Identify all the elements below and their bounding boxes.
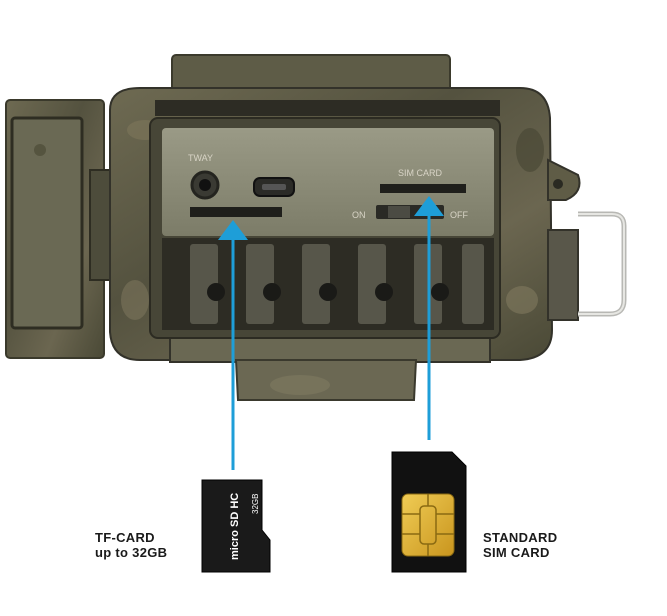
sim-card-label: SIM CARD bbox=[398, 168, 443, 178]
tf-card-arrow bbox=[218, 220, 248, 470]
sim-card bbox=[391, 451, 467, 573]
open-door bbox=[5, 99, 119, 359]
strap-lug bbox=[547, 158, 627, 321]
microsd-brand: micro SD HC bbox=[229, 493, 241, 560]
port-panel: TWAY SIM CARD ON OFF bbox=[149, 117, 501, 339]
switch-off-label: OFF bbox=[450, 210, 468, 220]
sim-card-caption-line2: SIM CARD bbox=[483, 545, 550, 560]
sim-card-caption-line1: STANDARD bbox=[483, 530, 558, 545]
microsd-capacity: 32GB bbox=[251, 494, 260, 514]
switch-on-label: ON bbox=[352, 210, 366, 220]
sim-card-arrow bbox=[414, 196, 444, 440]
tf-card-caption-line1: TF-CARD bbox=[95, 530, 155, 545]
bottom-flap bbox=[169, 335, 491, 401]
tf-card-slot bbox=[190, 207, 282, 217]
microsd-card: micro SD HC 32GB bbox=[201, 479, 271, 573]
tf-card-caption-line2: up to 32GB bbox=[95, 545, 168, 560]
sim-card-slot bbox=[380, 184, 466, 193]
sim-card-caption: STANDARD SIM CARD bbox=[483, 530, 557, 560]
tf-card-caption: TF-CARD up to 32GB bbox=[95, 530, 167, 560]
tway-label: TWAY bbox=[188, 153, 213, 163]
